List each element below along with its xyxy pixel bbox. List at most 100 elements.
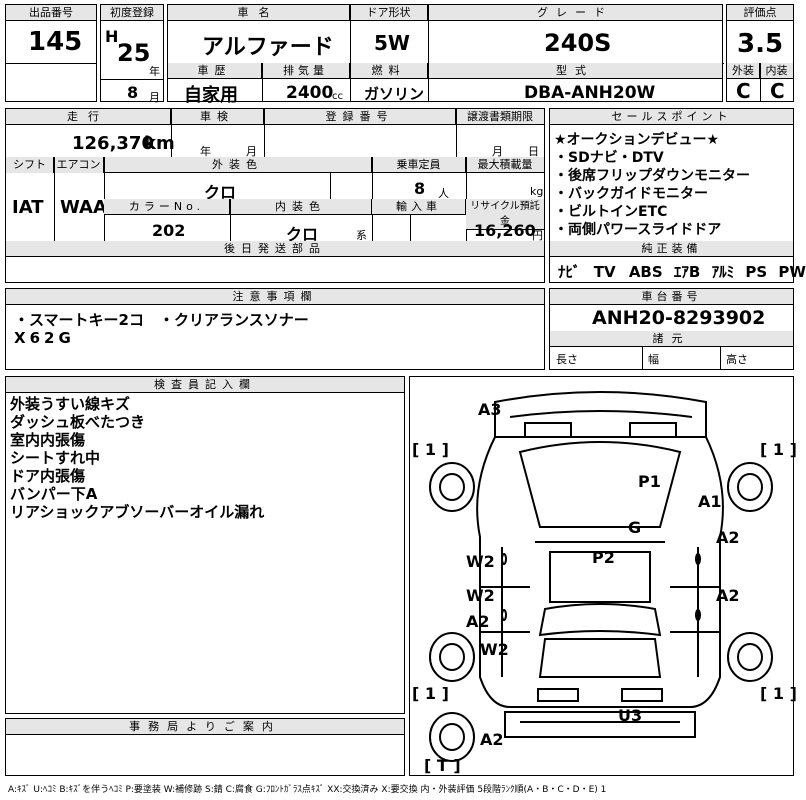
spec-title: 諸元 (550, 331, 793, 347)
capacity-unit: 人 (438, 187, 449, 200)
mark-a3-front: A3 (478, 400, 502, 419)
mark-a2-right-rear: A2 (716, 586, 740, 605)
office-box: 事務局よりご案内 (5, 718, 405, 776)
inspector-item: ダッシュ板べたつき (10, 413, 146, 431)
registration-label: 初度登録 (101, 5, 163, 21)
model-label: 型式 (428, 63, 722, 79)
mark-a2-rear: A2 (480, 730, 504, 749)
sales-item: ・SDナビ・DTV (554, 150, 664, 166)
mark-a2-right-front: A2 (716, 528, 740, 547)
displacement-unit: cc (332, 91, 343, 102)
inspector-item: ドア内張傷 (10, 467, 86, 485)
model: DBA-ANH20W (524, 83, 656, 103)
registration-month: 8 (127, 83, 139, 102)
transfer-label: 譲渡書類期限 (456, 109, 544, 125)
chassis-title: 車台番号 (550, 289, 793, 305)
equip-abs: ABS (628, 263, 663, 281)
grade-label: グレード (428, 5, 722, 21)
sales-item: ・両側パワースライドドア (554, 222, 722, 238)
equip-ps: PS (745, 263, 768, 281)
score-box: 評価点 3.5 外装 内装 C C (726, 4, 794, 103)
door-type: 5W (374, 31, 410, 55)
fuel: ガソリン (364, 85, 425, 103)
shift-label: シフト (6, 157, 54, 173)
grade: 240S (544, 29, 612, 57)
inspector-box: 検査員記入欄 外装うすい線キズ ダッシュ板べたつき 室内内張傷 シートすれ中 ド… (5, 376, 405, 714)
equip-alloy: ｱﾙﾐ (711, 263, 735, 281)
inspection-year: 年 (200, 145, 211, 158)
color-label: 外装色 (104, 157, 372, 173)
equip-airbag: ｴｱB (673, 263, 701, 281)
lot-label: 出品番号 (6, 5, 96, 21)
inspector-item: バンパー下A (10, 485, 98, 503)
exterior-label: 外装 (727, 63, 760, 79)
mileage-unit: km (144, 133, 175, 154)
tire-label-rr: [ 1 ] (760, 684, 797, 703)
load-unit: kg (530, 185, 544, 198)
details-box: 走行 車検 登録番号 譲渡書類期限 126,370 km 年 月 月 日 シフト… (5, 108, 545, 283)
inspector-item: シートすれ中 (10, 449, 101, 467)
recycle-label: リサイクル預託金 (466, 199, 544, 230)
sales-list: ★オークションデビュー★ ・SDナビ・DTV ・後席フリップダウンモニター ・バ… (554, 131, 750, 239)
car-diagram-box: [ 1 ] [ 1 ] [ 1 ] [ 1 ] [ T ] A3 P1 A1 G… (409, 376, 797, 776)
history-label: 車歴 (168, 63, 262, 79)
mark-a1: A1 (698, 492, 722, 511)
tire-label-fl: [ 1 ] (412, 440, 449, 459)
lot-box: 出品番号 145 (5, 4, 97, 102)
recycle-unit: 円 (532, 229, 543, 242)
colorno-label: カラーNo. (104, 199, 230, 215)
equipment-list: ﾅﾋﾞ TV ABS ｴｱB ｱﾙﾐ PS PW (558, 261, 806, 282)
registration-box: 初度登録 H 25 年 8 月 (100, 4, 164, 104)
registration-year: 25 (117, 39, 151, 67)
mark-u3: U3 (618, 706, 642, 725)
sales-title: セールスポイント (550, 109, 793, 125)
sales-item: ★オークションデビュー★ (554, 132, 720, 148)
mark-w2-left-2: W2 (466, 586, 495, 605)
car-diagram: [ 1 ] [ 1 ] [ 1 ] [ 1 ] [ T ] A3 P1 A1 G… (412, 391, 797, 775)
notes-title: 注意事項欄 (6, 289, 544, 305)
mark-g: G (628, 518, 641, 537)
equip-pw: PW (778, 263, 806, 281)
score-label: 評価点 (727, 5, 793, 21)
equipment-title: 純正装備 (550, 241, 793, 257)
car-name-label: 車名 (168, 5, 350, 21)
inspector-item: 外装うすい線キズ (10, 395, 131, 413)
color-number: 202 (152, 221, 186, 240)
chassis-box: 車台番号 ANH20-8293902 諸元 長さ 幅 高さ (549, 288, 794, 370)
interior-color-unit: 系 (356, 229, 367, 242)
later-parts-label: 後日発送部品 (6, 241, 544, 257)
regno-label: 登録番号 (264, 109, 456, 125)
mark-w2-left-3: W2 (480, 640, 509, 659)
notes-line-1: ・スマートキー2コ ・クリアランスソナー (14, 311, 309, 329)
sales-item: ・後席フリップダウンモニター (554, 168, 750, 184)
intcolor-label: 内装色 (230, 199, 372, 215)
spec-height: 高さ (726, 353, 748, 366)
lot-number: 145 (28, 27, 83, 57)
exterior-grade: C (736, 79, 751, 103)
inspection-month: 月 (246, 145, 257, 158)
mark-p1: P1 (638, 472, 661, 491)
import-label: 輸入車 (372, 199, 466, 215)
recycle-fee: 16,260 (474, 221, 536, 240)
ac-label: エアコン (54, 157, 104, 173)
transfer-day: 日 (528, 145, 539, 158)
car-name: アルファード (202, 35, 334, 60)
registration-era: H (105, 27, 119, 46)
tire-label-rl: [ 1 ] (412, 684, 449, 703)
notes-box: 注意事項欄 ・スマートキー2コ ・クリアランスソナー X62G (5, 288, 545, 370)
sales-item: ・バックガイドモニター (554, 186, 708, 202)
score: 3.5 (737, 29, 784, 59)
shift: IAT (12, 197, 44, 218)
interior-label: 内装 (760, 63, 793, 79)
spec-length: 長さ (556, 353, 578, 366)
displacement-label: 排気量 (262, 63, 350, 79)
exterior-color: クロ (204, 183, 237, 202)
inspector-item: 室内内張傷 (10, 431, 86, 449)
sales-item: ・ビルトインETC (554, 204, 668, 220)
mark-w2-left-1: W2 (466, 552, 495, 571)
transfer-month: 月 (492, 145, 503, 158)
legend: A:ｷｽﾞ U:ﾍｺﾐ B:ｷｽﾞを伴うﾍｺﾐ P:要塗装 W:補修跡 S:錆 … (8, 785, 607, 795)
mileage-label: 走行 (6, 109, 171, 125)
tire-label-fr: [ 1 ] (760, 440, 797, 459)
main-info-box: 車名 ドア形状 グレード アルファード 5W 240S 車歴 排気量 燃料 型式… (167, 4, 724, 106)
